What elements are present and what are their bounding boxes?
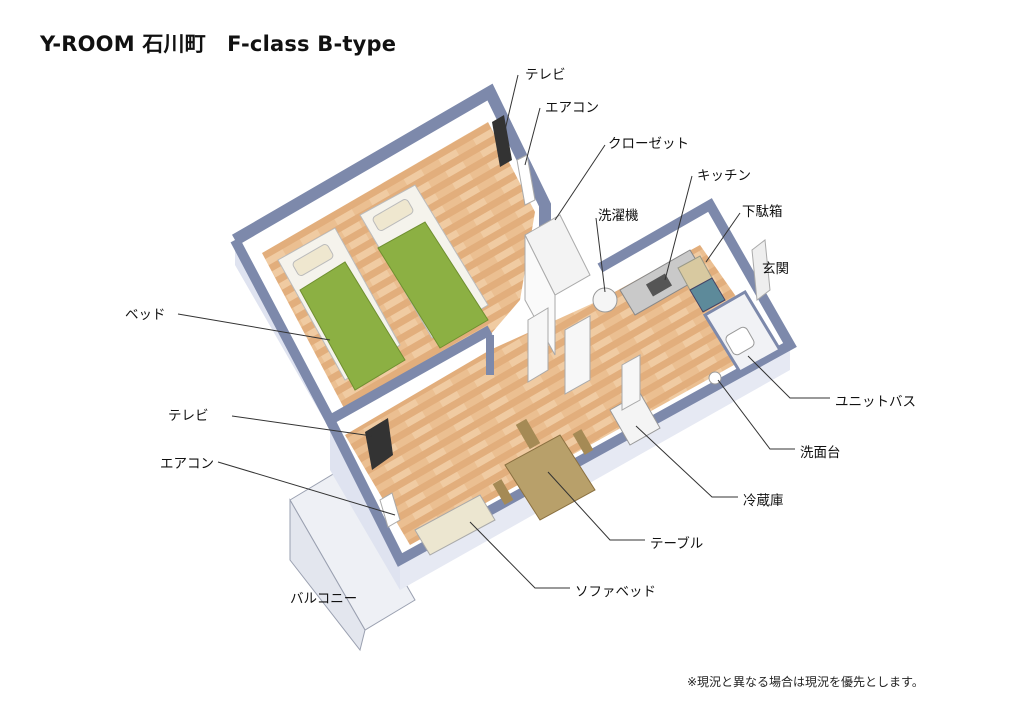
label-shoe-box: 下駄箱: [742, 204, 783, 220]
ac-bedroom: [516, 154, 536, 206]
label-tv-living: テレビ: [168, 408, 209, 424]
label-entrance: 玄関: [762, 261, 789, 277]
label-sofa-bed: ソファベッド: [575, 584, 656, 600]
bed-left: [277, 227, 406, 391]
tv-living: [365, 418, 393, 470]
tv-bedroom: [492, 115, 512, 167]
label-bed: ベッド: [125, 307, 166, 323]
living-floor: [345, 245, 770, 545]
outer-wall: [231, 83, 551, 246]
entrance-door: [751, 239, 771, 301]
disclaimer-note: ※現況と異なる場合は現況を優先とします。: [687, 675, 924, 689]
label-closet: クローゼット: [608, 136, 689, 152]
label-tv-bedroom: テレビ: [525, 67, 566, 83]
label-balcony: バルコニー: [290, 591, 358, 607]
label-table: テーブル: [650, 536, 704, 552]
label-ac-living: エアコン: [160, 456, 214, 472]
sofa-bed: [414, 494, 496, 556]
page-title: Y-ROOM 石川町 F-class B-type: [40, 32, 397, 56]
ac-living: [379, 492, 401, 528]
label-kitchen: キッチン: [697, 168, 751, 184]
label-unit-bath: ユニットバス: [835, 394, 916, 410]
label-ac-bedroom: エアコン: [545, 100, 599, 116]
label-fridge: 冷蔵庫: [743, 493, 784, 509]
bed-right: [359, 184, 489, 349]
label-washbasin: 洗面台: [800, 445, 841, 461]
label-washer: 洗濯機: [598, 208, 639, 224]
